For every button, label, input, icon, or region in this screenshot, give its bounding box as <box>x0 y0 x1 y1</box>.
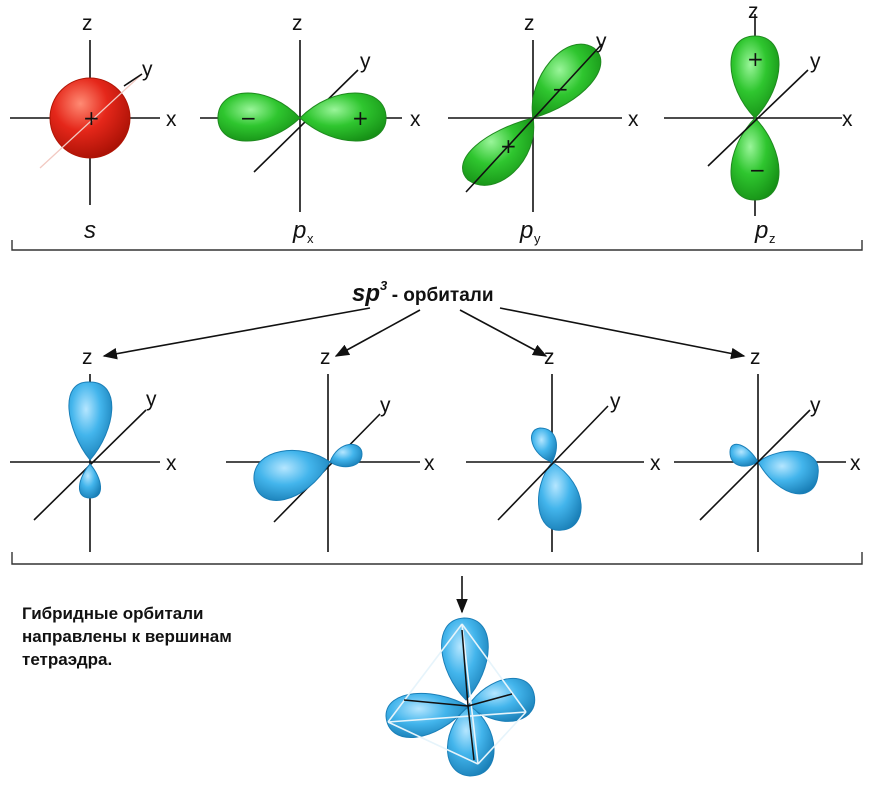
x-axis-label: x <box>650 452 661 475</box>
px-orbital-name: p <box>292 217 306 244</box>
pz-sign-negative: − <box>749 158 766 182</box>
caption: Гибридные орбитали направлены к вершинам… <box>22 602 322 671</box>
sp3-title-main: sp <box>352 280 381 307</box>
caption-line-2: направлены к вершинам <box>22 627 232 646</box>
sp3-3-small-lobe <box>531 427 557 463</box>
sp3-4-large-lobe <box>757 450 819 495</box>
y-axis-label: y <box>142 58 153 81</box>
bottom-bracket <box>11 552 863 565</box>
pz-lobe-negative <box>730 117 780 201</box>
px-lobe-negative <box>217 92 301 142</box>
top-bracket <box>11 240 863 251</box>
z-axis-label: z <box>292 12 303 35</box>
z-axis-label: z <box>524 12 535 35</box>
sp3-2-large-lobe <box>253 449 331 501</box>
caption-line-3: тетраэдра. <box>22 650 113 669</box>
z-axis-label: z <box>750 346 761 369</box>
y-axis-label: y <box>596 30 607 53</box>
sp3-orbital-1-panel: z y x <box>10 346 177 552</box>
px-orbital-subscript: x <box>307 231 314 246</box>
z-axis-label: z <box>82 12 93 35</box>
x-axis-label: x <box>410 108 421 131</box>
tetrahedron-orbitals <box>385 617 536 777</box>
hybridization-arrows <box>102 307 746 360</box>
py-orbital-panel: z y x − + p y <box>448 12 639 246</box>
px-orbital-panel: z y x − + p x <box>200 12 421 246</box>
x-axis-label: x <box>842 108 853 131</box>
py-lobe-positive <box>462 117 535 186</box>
y-axis-label: y <box>146 388 157 411</box>
pz-orbital-subscript: z <box>769 231 776 246</box>
px-lobe-positive <box>299 92 387 142</box>
sp3-orbital-4-panel: z y x <box>674 346 861 552</box>
z-axis-label: z <box>748 0 759 23</box>
py-orbital-name: p <box>519 217 533 244</box>
x-axis-label: x <box>166 108 177 131</box>
y-axis-label: y <box>360 50 371 73</box>
tetrahedron-spokes <box>403 629 513 761</box>
x-axis-label: x <box>850 452 861 475</box>
y-axis-label: y <box>610 390 621 413</box>
sp3-2-small-lobe <box>329 444 363 468</box>
y-axis-label: y <box>810 394 821 417</box>
pz-orbital-name: p <box>754 217 768 244</box>
py-lobe-negative <box>531 43 602 119</box>
sp3-1-large-lobe <box>68 381 113 461</box>
z-axis-label: z <box>544 346 555 369</box>
pz-orbital-panel: z y x + − p z <box>664 0 853 246</box>
x-axis-label: x <box>628 108 639 131</box>
py-sign-negative: − <box>552 77 569 101</box>
s-orbital-sphere <box>49 77 131 159</box>
y-axis-label: y <box>810 50 821 73</box>
tetra-lobe-back-right <box>467 677 536 722</box>
tetrahedron-edges <box>387 623 527 765</box>
z-axis-label: z <box>82 346 93 369</box>
py-orbital-subscript: y <box>534 231 541 246</box>
px-sign-positive: + <box>352 106 369 130</box>
sp3-1-small-lobe <box>79 463 101 499</box>
sp3-4-small-lobe <box>729 443 759 467</box>
px-sign-negative: − <box>240 106 257 130</box>
sp3-3-large-lobe <box>538 461 582 531</box>
x-axis-label: x <box>424 452 435 475</box>
sp3-title: sp3 - орбитали <box>352 278 494 308</box>
caption-line-1: Гибридные орбитали <box>22 604 204 623</box>
s-orbital-name: s <box>84 217 96 244</box>
pz-sign-positive: + <box>747 47 764 71</box>
py-sign-positive: + <box>500 134 517 158</box>
pz-lobe-positive <box>730 35 780 119</box>
sp3-orbital-3-panel: z y x <box>466 346 661 552</box>
sp3-title-rest: - орбитали <box>391 285 494 306</box>
y-axis-label: y <box>380 394 391 417</box>
sp3-title-superscript: 3 <box>380 278 388 293</box>
s-orbital-panel: z y x + s <box>10 12 177 244</box>
z-axis-label: z <box>320 346 331 369</box>
sp3-orbital-2-panel: z y x <box>226 346 435 552</box>
s-orbital-sign: + <box>83 106 100 130</box>
x-axis-label: x <box>166 452 177 475</box>
